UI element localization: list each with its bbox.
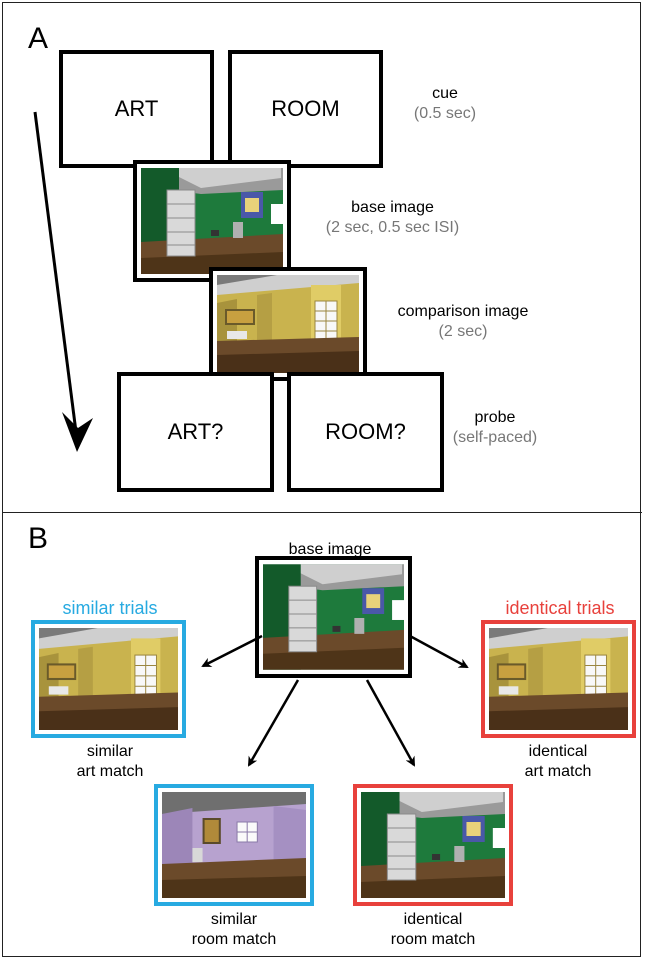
arrow-to-similar-art [201,634,263,668]
comparison-image-title: comparison image [397,303,529,320]
identical-room-frame [353,784,513,906]
identical-trials-header: identical trials [505,598,615,618]
cue-room-box: ROOM [228,50,383,168]
cue-title: cue [432,85,458,102]
panel-a-label: A [28,22,49,55]
probe-art-box: ART? [117,372,274,492]
similar-trials-header: similar trials [62,598,158,618]
purple-room-image [162,792,306,898]
identical-art-caption: identical art match [524,743,592,780]
arrow-to-identical-room [365,679,416,767]
green-room-image [263,564,404,670]
identical-room-caption: identical room match [390,911,476,948]
timeline-arrow [33,111,78,433]
yellow-room-image [39,628,178,730]
base-image-timing: (2 sec, 0.5 sec ISI) [325,219,460,236]
green-room-image [361,792,505,898]
cue-timing: (0.5 sec) [413,105,477,122]
base-image-label: base image [288,541,372,558]
yellow-room-image [489,628,628,730]
comparison-image-timing: (2 sec) [438,323,488,340]
similar-art-caption: similar art match [76,743,144,780]
panel-divider [2,512,642,513]
probe-timing: (self-paced) [452,429,538,446]
arrow-to-identical-art [409,634,469,669]
probe-room-box: ROOM? [287,372,444,492]
panel-b-base-frame [255,556,412,678]
comparison-image-frame [209,267,367,381]
similar-art-frame [31,620,186,738]
identical-art-frame [481,620,636,738]
similar-room-caption: similar room match [191,911,277,948]
panel-b-label: B [28,522,49,555]
similar-room-frame [154,784,314,906]
timeline-arrowhead [62,412,93,452]
cue-art-box: ART [59,50,214,168]
probe-title: probe [474,409,516,426]
base-image-title: base image [351,199,434,216]
arrow-to-similar-room [247,679,300,767]
yellow-room-image [217,275,359,373]
